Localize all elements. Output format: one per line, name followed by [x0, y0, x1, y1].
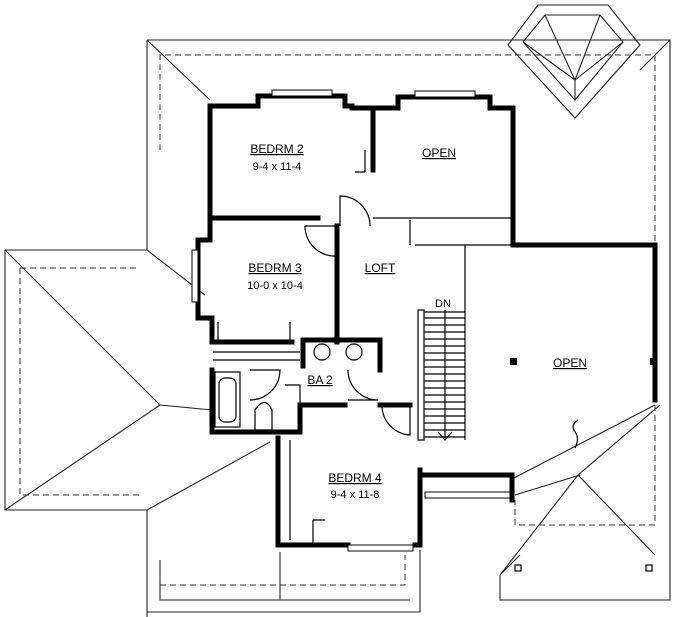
room-labels: BEDRM 2 9-4 x 11-4 OPEN BEDRM 3 10-0 x 1…: [247, 142, 587, 501]
break-symbol: [572, 419, 579, 449]
open-top-name: OPEN: [422, 146, 456, 160]
interior-lines: [213, 150, 513, 545]
post-marker: [510, 358, 517, 365]
corner-markers: [514, 564, 653, 572]
open-right-name: OPEN: [553, 356, 587, 370]
bay-window-roof: [507, 4, 641, 119]
bedroom3-size: 10-0 x 10-4: [247, 280, 303, 292]
bedroom2-name: BEDRM 2: [250, 142, 304, 156]
bedroom4-name: BEDRM 4: [328, 471, 382, 485]
post-marker-right: [650, 358, 654, 365]
bedroom4-size: 9-4 x 11-8: [331, 489, 380, 501]
doors: [249, 195, 411, 436]
walls: [195, 93, 658, 548]
roof-outline: [4, 39, 671, 617]
loft-name: LOFT: [365, 261, 396, 275]
bedroom3-name: BEDRM 3: [248, 261, 302, 275]
windows: [191, 89, 511, 552]
bath-fixtures: [214, 343, 363, 431]
stair-label: DN: [435, 298, 451, 310]
bath2-name: BA 2: [307, 373, 333, 387]
stairs: [417, 309, 465, 441]
bedroom2-size: 9-4 x 11-4: [253, 161, 302, 173]
